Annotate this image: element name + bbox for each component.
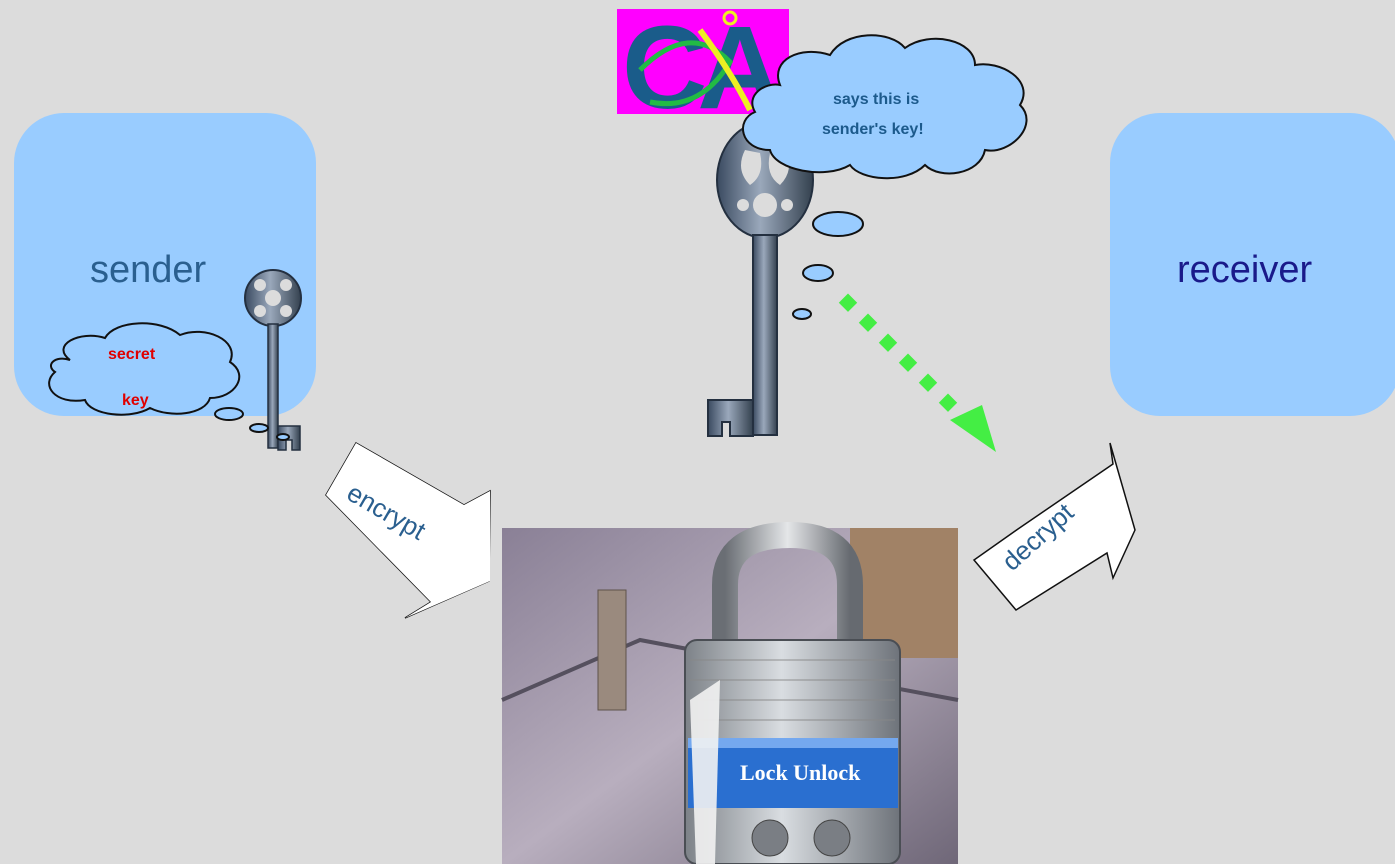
receiver-label: receiver (1177, 249, 1312, 291)
key-label: key (122, 392, 149, 409)
secret-label: secret (108, 346, 156, 363)
decrypt-arrow: decrypt (972, 434, 1135, 610)
dotted-arrow (839, 294, 996, 452)
ca-cloud-line1: says this is (833, 91, 919, 108)
ca-cloud-line2: sender's key! (822, 121, 924, 138)
lock-brand: Lock Unlock (740, 760, 861, 785)
sender-label: sender (90, 249, 207, 291)
encrypt-arrow: encrypt (326, 443, 490, 618)
receiver-box: receiver (1110, 113, 1395, 416)
padlock-photo: Lock Unlock (502, 528, 958, 864)
